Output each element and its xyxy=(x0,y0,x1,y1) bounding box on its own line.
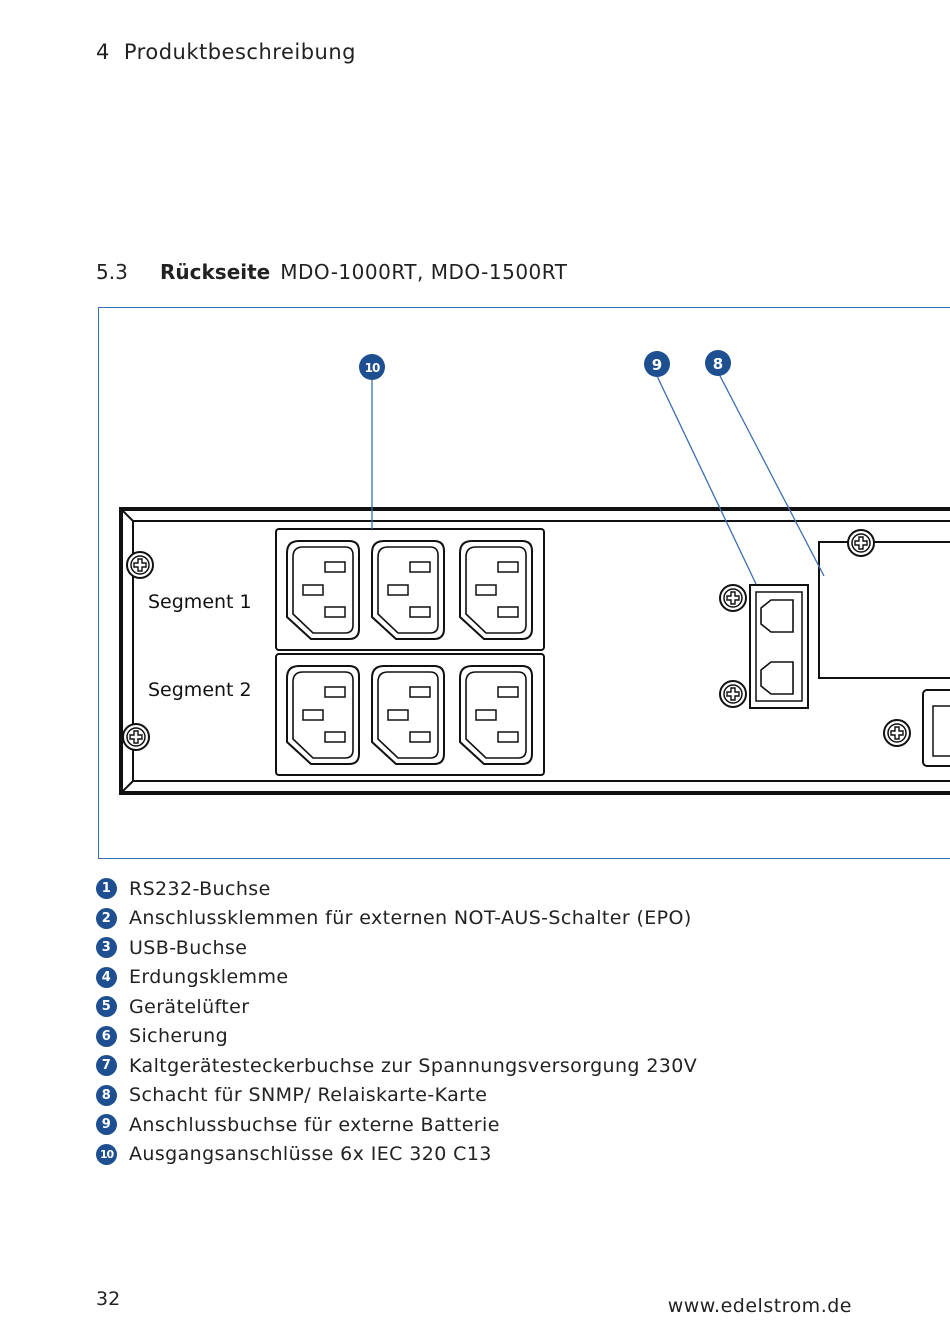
page-number: 32 xyxy=(96,1288,121,1310)
section-heading: 5.3 Rückseite MDO-1000RT, MDO-1500RT xyxy=(96,260,567,284)
legend-item: 8 Schacht für SNMP/ Relaiskarte-Karte xyxy=(96,1081,697,1111)
number-badge: 3 xyxy=(96,937,117,959)
legend-text: Ausgangsanschlüsse 6x IEC 320 C13 xyxy=(129,1143,492,1166)
section-number: 5.3 xyxy=(96,260,128,284)
legend-text: Anschlussklemmen für externen NOT-AUS-Sc… xyxy=(129,907,692,930)
outlet-group-segment-2 xyxy=(275,653,545,776)
section-title-models: MDO-1000RT, MDO-1500RT xyxy=(280,260,568,284)
footer-url: www.edelstrom.de xyxy=(667,1295,852,1317)
legend-text: Erdungsklemme xyxy=(129,966,289,989)
number-badge: 10 xyxy=(96,1143,117,1165)
number-badge: 4 xyxy=(96,966,117,988)
number-badge: 2 xyxy=(96,907,117,929)
power-inlet xyxy=(922,689,950,767)
screw-icon xyxy=(719,680,747,708)
legend-text: Anschlussbuchse für externe Batterie xyxy=(129,1113,500,1136)
screw-icon xyxy=(126,551,154,579)
number-badge: 9 xyxy=(96,1114,117,1136)
iec-c13-socket-icon xyxy=(286,540,360,640)
svg-text:8: 8 xyxy=(713,355,723,373)
legend-item: 9 Anschlussbuchse für externe Batterie xyxy=(96,1110,697,1140)
chapter-number: 4 xyxy=(96,40,110,64)
legend-text: USB-Buchse xyxy=(129,936,248,959)
svg-text:10: 10 xyxy=(365,361,380,375)
legend-item: 5 Gerätelüfter xyxy=(96,992,697,1022)
segment-1-label: Segment 1 xyxy=(148,591,252,613)
legend-list: 1 RS232-Buchse 2 Anschlussklemmen für exte… xyxy=(96,874,697,1169)
number-badge: 7 xyxy=(96,1055,117,1077)
chapter-header: 4 Produktbeschreibung xyxy=(96,40,356,64)
legend-item: 10 Ausgangsanschlüsse 6x IEC 320 C13 xyxy=(96,1140,697,1170)
battery-connector xyxy=(749,584,809,709)
legend-text: Kaltgerätesteckerbuchse zur Spannungsver… xyxy=(129,1054,698,1077)
iec-c13-socket-icon xyxy=(459,665,533,765)
number-badge: 1 xyxy=(96,878,117,900)
callout-8: 8 xyxy=(705,350,731,376)
legend-item: 2 Anschlussklemmen für externen NOT-AUS-S… xyxy=(96,904,697,934)
legend-item: 4 Erdungsklemme xyxy=(96,963,697,993)
iec-c13-socket-icon xyxy=(371,665,445,765)
legend-text: RS232-Buchse xyxy=(129,877,271,900)
legend-item: 7 Kaltgerätesteckerbuchse zur Spannungsve… xyxy=(96,1051,697,1081)
iec-c13-socket-icon xyxy=(459,540,533,640)
legend-item: 1 RS232-Buchse xyxy=(96,874,697,904)
legend-item: 3 USB-Buchse xyxy=(96,933,697,963)
rear-panel-drawing: Segment 1 Segment 2 xyxy=(119,350,950,795)
svg-text:9: 9 xyxy=(652,356,662,374)
callout-9: 9 xyxy=(644,351,670,377)
screw-icon xyxy=(719,584,747,612)
screw-icon xyxy=(847,529,875,557)
callout-10: 10 xyxy=(359,354,385,380)
legend-item: 6 Sicherung xyxy=(96,1022,697,1052)
iec-c13-socket-icon xyxy=(371,540,445,640)
legend-text: Gerätelüfter xyxy=(129,995,250,1018)
number-badge: 5 xyxy=(96,996,117,1018)
snmp-card-slot xyxy=(818,529,950,679)
rear-panel-figure: Segment 1 Segment 2 xyxy=(98,307,950,859)
screw-icon xyxy=(883,719,911,747)
number-badge: 6 xyxy=(96,1025,117,1047)
section-title-bold: Rückseite xyxy=(160,260,271,284)
legend-text: Sicherung xyxy=(129,1025,229,1048)
chapter-title: Produktbeschreibung xyxy=(123,40,356,64)
screw-icon xyxy=(122,723,150,751)
number-badge: 8 xyxy=(96,1084,117,1106)
iec-c13-socket-icon xyxy=(286,665,360,765)
legend-text: Schacht für SNMP/ Relaiskarte-Karte xyxy=(129,1084,488,1107)
segment-2-label: Segment 2 xyxy=(148,679,252,701)
outlet-group-segment-1 xyxy=(275,528,545,651)
